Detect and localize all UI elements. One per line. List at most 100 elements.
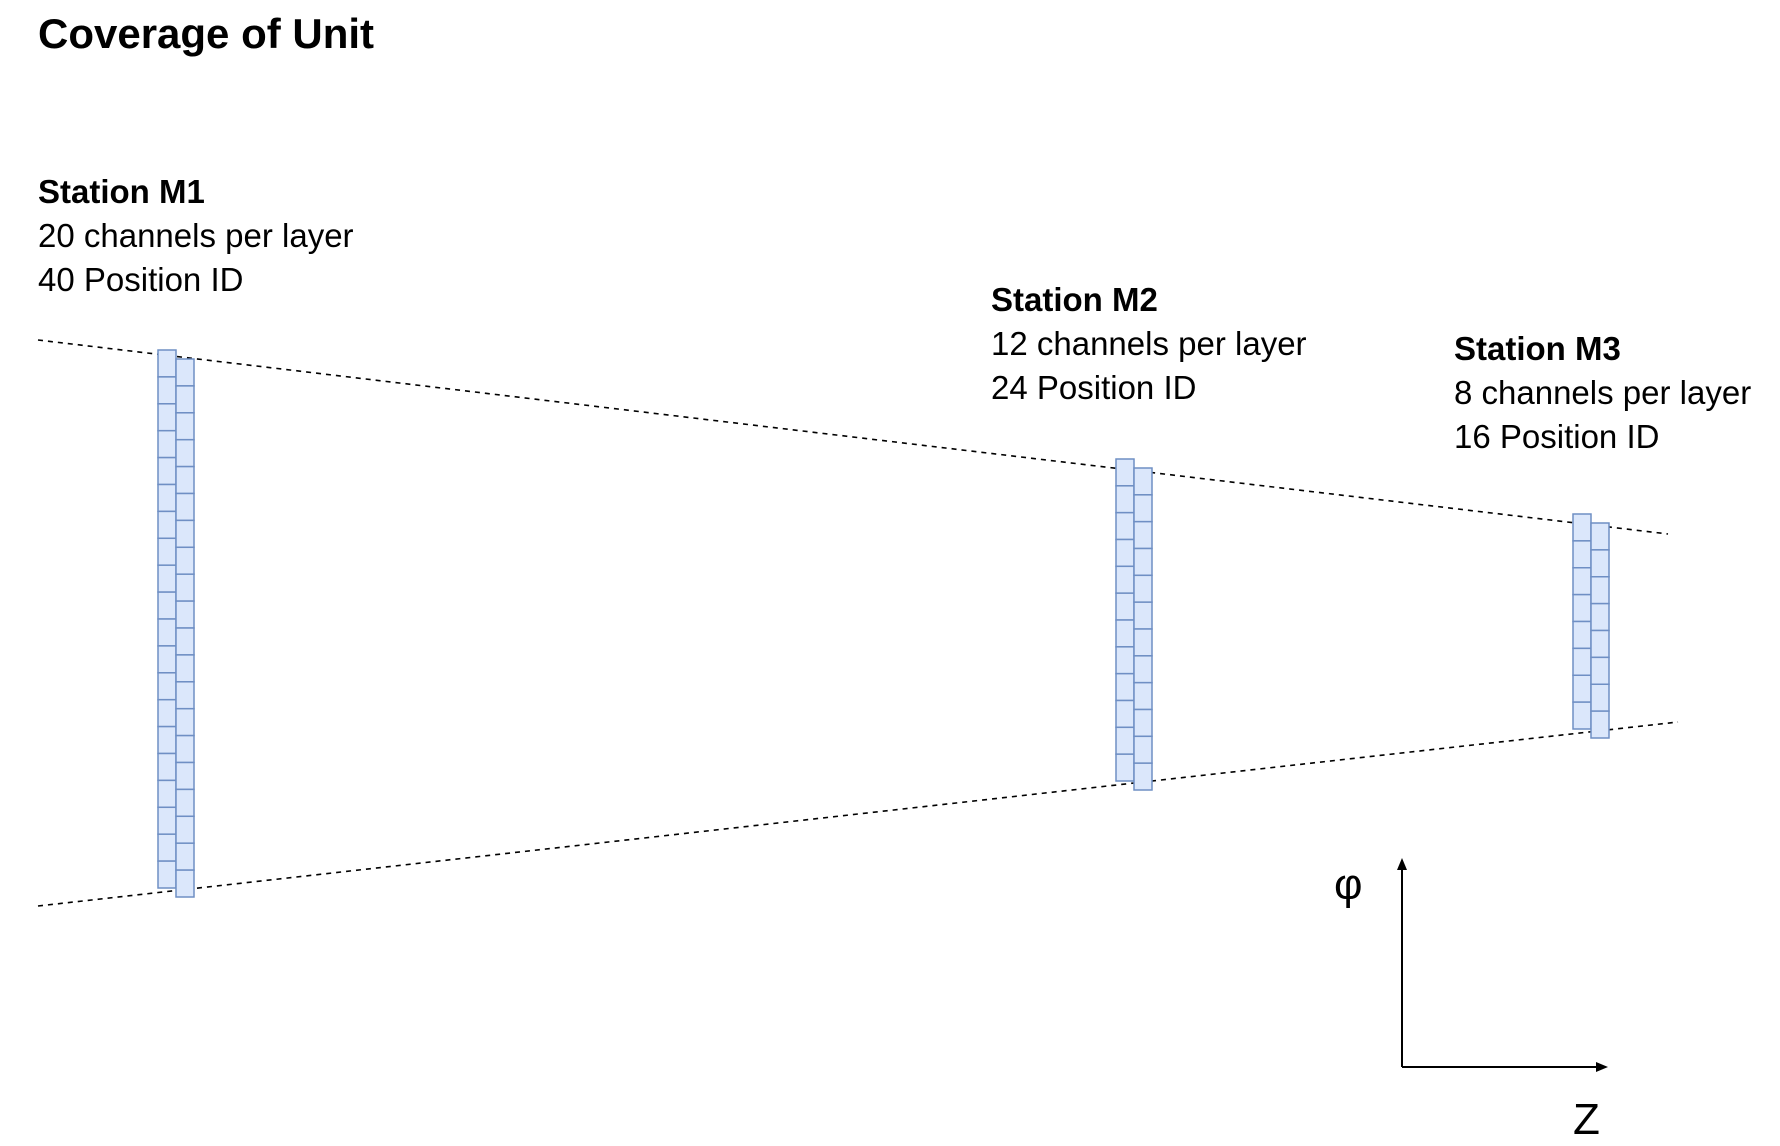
detector-cell [175,573,195,602]
detector-cell [1590,629,1610,659]
detector-cell [1572,647,1592,676]
detector-cell [1590,683,1610,712]
detector-cell [175,627,195,656]
detector-cell [175,358,195,387]
station-positions: 40 Position ID [38,261,243,298]
station-name: Station M3 [1454,330,1621,367]
detector-cell [157,483,177,513]
detector-cell [1133,520,1153,550]
phi-axis-arrow-icon [1397,858,1407,870]
detector-cell [1133,628,1153,657]
detector-cell [157,698,177,728]
detector-cell [157,806,177,835]
detector-cell [1590,656,1610,685]
detector-cell [175,707,195,737]
station-m2-detector [1115,458,1153,791]
detector-cell [1133,655,1153,684]
detector-cell [175,869,195,898]
detector-cell [1572,513,1592,542]
z-axis-label: Z [1573,1095,1600,1144]
detector-cell [1133,574,1153,603]
detector-cell [1590,710,1610,739]
detector-cell [1572,567,1592,596]
detector-cell [1572,620,1592,650]
detector-cell [175,412,195,441]
detector-cell [157,833,177,862]
station-channels: 8 channels per layer [1454,374,1751,411]
station-m2-label: Station M2 12 channels per layer 24 Posi… [991,281,1307,406]
lower-coverage-line [37,721,1679,907]
detector-cell [175,654,195,683]
detector-cell [157,349,177,378]
detector-cell [1115,511,1135,541]
detector-cell [1590,576,1610,605]
station-channels: 12 channels per layer [991,325,1307,362]
upper-coverage-line [37,339,1669,535]
detector-cell [175,519,195,549]
detector-cell [157,376,177,405]
station-m1-label: Station M1 20 channels per layer 40 Posi… [38,173,354,298]
detector-cell [175,842,195,871]
detector-cell [1572,701,1592,730]
diagram-title: Coverage of Unit [38,10,374,57]
detector-cell [175,546,195,575]
detector-cell [157,860,177,889]
detector-cell [1590,602,1610,632]
detector-cell [1115,646,1135,675]
detector-cell [157,672,177,701]
detector-cell [175,761,195,791]
detector-cell [157,429,177,459]
detector-cell [1115,619,1135,648]
detector-cell [1115,672,1135,702]
phi-axis-label: φ [1334,860,1363,909]
detector-cell [157,779,177,809]
detector-cell [1133,708,1153,738]
detector-cell [1115,592,1135,621]
detector-cell [175,734,195,764]
detector-cell [157,725,177,755]
detector-cell [1572,540,1592,569]
detector-cell [157,564,177,593]
detector-cell [1115,538,1135,568]
detector-cell [1133,735,1153,764]
detector-cell [157,510,177,540]
detector-cell [157,537,177,566]
detector-cell [1133,467,1153,496]
detector-cell [175,788,195,818]
z-axis-arrow-icon [1596,1062,1608,1072]
station-positions: 16 Position ID [1454,418,1659,455]
detector-cell [1115,485,1135,514]
detector-cell [1590,549,1610,578]
detector-cell [1133,601,1153,630]
detector-cell [157,456,177,486]
detector-cell [1133,547,1153,577]
station-m3-label: Station M3 8 channels per layer 16 Posit… [1454,330,1751,455]
detector-cell [1133,494,1153,523]
detector-cell [175,815,195,844]
detector-cell [1133,681,1153,711]
detector-cell [175,438,195,468]
station-m3-detector [1572,513,1610,739]
detector-cell [175,681,195,710]
detector-cell [157,618,177,647]
detector-cell [1115,753,1135,782]
detector-cell [1572,593,1592,623]
detector-cell [1572,674,1592,703]
detector-cell [1115,699,1135,729]
detector-cell [175,492,195,522]
detector-cell [157,645,177,674]
detector-cell [175,385,195,414]
detector-cell [175,600,195,629]
station-channels: 20 channels per layer [38,217,354,254]
station-m1-detector [157,349,195,898]
detector-cell [175,465,195,495]
detector-cell [1133,762,1153,791]
detector-cell [157,752,177,782]
detector-cell [157,403,177,432]
detector-cell [1115,565,1135,594]
station-positions: 24 Position ID [991,369,1196,406]
detector-cell [1115,458,1135,487]
station-name: Station M1 [38,173,205,210]
station-name: Station M2 [991,281,1158,318]
